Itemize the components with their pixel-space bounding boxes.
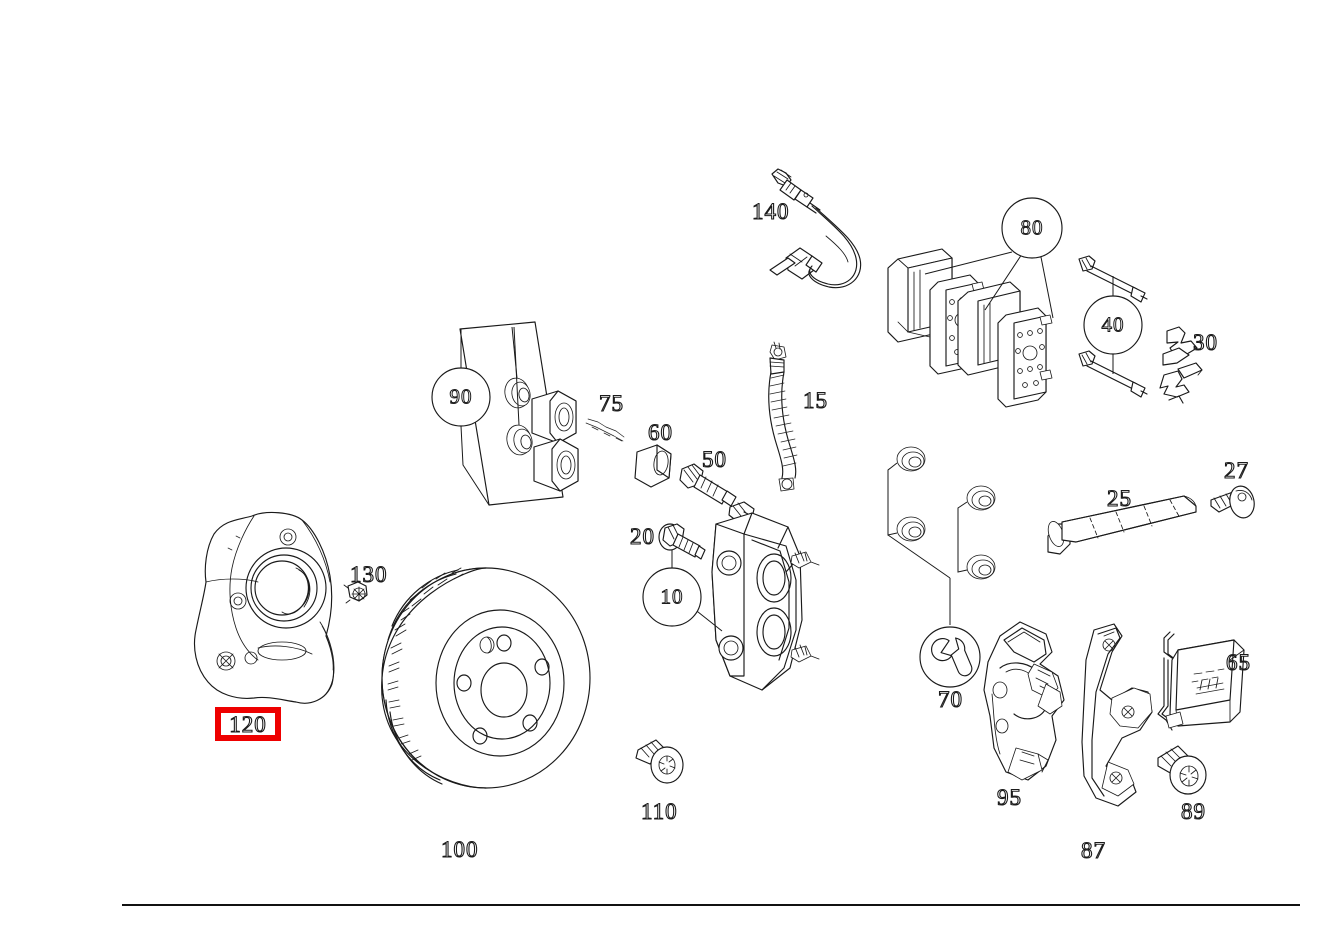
part-label-27[interactable]: 27 [1223, 458, 1249, 483]
part-110-disc-screw [635, 739, 684, 784]
seal-ring-c [966, 485, 996, 511]
part-label-75[interactable]: 75 [598, 391, 624, 416]
part-label-100[interactable]: 100 [440, 837, 479, 862]
part-label-140[interactable]: 140 [751, 199, 790, 224]
part-label-65[interactable]: 65 [1225, 650, 1251, 675]
part-95-caliper-carrier [983, 621, 1065, 781]
part-30-retaining-spring [1159, 326, 1203, 404]
part-label-80[interactable]: 80 [1020, 215, 1044, 240]
wrench-icon [930, 637, 973, 677]
part-label-40[interactable]: 40 [1101, 312, 1125, 337]
part-10-brake-caliper [642, 501, 820, 691]
part-27-bearing-bolt [1210, 485, 1255, 519]
part-130-knuckle-bolt [343, 581, 368, 604]
part-65-rear-pad [1157, 631, 1245, 731]
seal-ring-a [896, 446, 926, 472]
part-120-steering-knuckle [193, 511, 335, 704]
part-label-20[interactable]: 20 [629, 524, 655, 549]
part-90-piston-seal-kit [431, 321, 579, 506]
part-25-bearing-pin [1047, 495, 1197, 555]
part-label-10[interactable]: 10 [660, 584, 684, 609]
part-20-mounting-bolt [658, 523, 706, 568]
part-label-130[interactable]: 130 [349, 562, 388, 587]
part-80-brake-pads [887, 197, 1063, 408]
part-50-bleeder-screw [679, 463, 737, 507]
part-label-120-highlight[interactable]: 120 [215, 707, 281, 741]
part-87-brake-shield [1081, 623, 1153, 807]
part-40-guide-pins [1078, 255, 1148, 398]
part-label-30[interactable]: 30 [1192, 330, 1218, 355]
part-75-clip [585, 418, 625, 442]
part-140-wear-sensor [769, 168, 862, 289]
part-label-25[interactable]: 25 [1106, 486, 1132, 511]
part-label-60[interactable]: 60 [647, 420, 673, 445]
seal-ring-2 [506, 424, 533, 456]
part-89-carrier-bolt [1157, 745, 1207, 795]
part-15-brake-hose [768, 341, 798, 492]
part-label-110[interactable]: 110 [640, 799, 678, 824]
part-label-50[interactable]: 50 [701, 447, 727, 472]
seal-ring-d [966, 554, 996, 580]
part-label-87[interactable]: 87 [1080, 838, 1106, 863]
part-label-89[interactable]: 89 [1180, 799, 1206, 824]
seal-ring-b [896, 516, 926, 542]
part-100-brake-disc [381, 567, 591, 789]
part-label-15[interactable]: 15 [802, 388, 828, 413]
part-60-dust-cap [634, 444, 672, 488]
part-label-120: 120 [229, 711, 267, 737]
part-70-seal-rings [887, 446, 996, 688]
part-label-90[interactable]: 90 [449, 384, 473, 409]
part-label-70[interactable]: 70 [937, 687, 963, 712]
part-label-95[interactable]: 95 [996, 785, 1022, 810]
